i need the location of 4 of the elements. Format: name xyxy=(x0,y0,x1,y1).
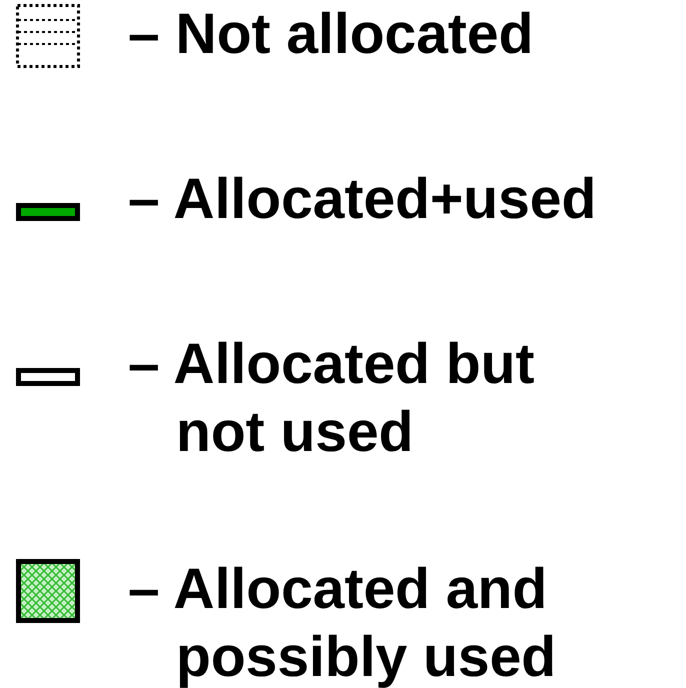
legend-label: – Allocated and possibly used xyxy=(128,556,558,688)
legend-label: – Not allocated xyxy=(128,1,534,68)
legend-label: – Allocated but not used xyxy=(128,331,536,466)
legend-label: – Allocated+used xyxy=(128,166,598,233)
